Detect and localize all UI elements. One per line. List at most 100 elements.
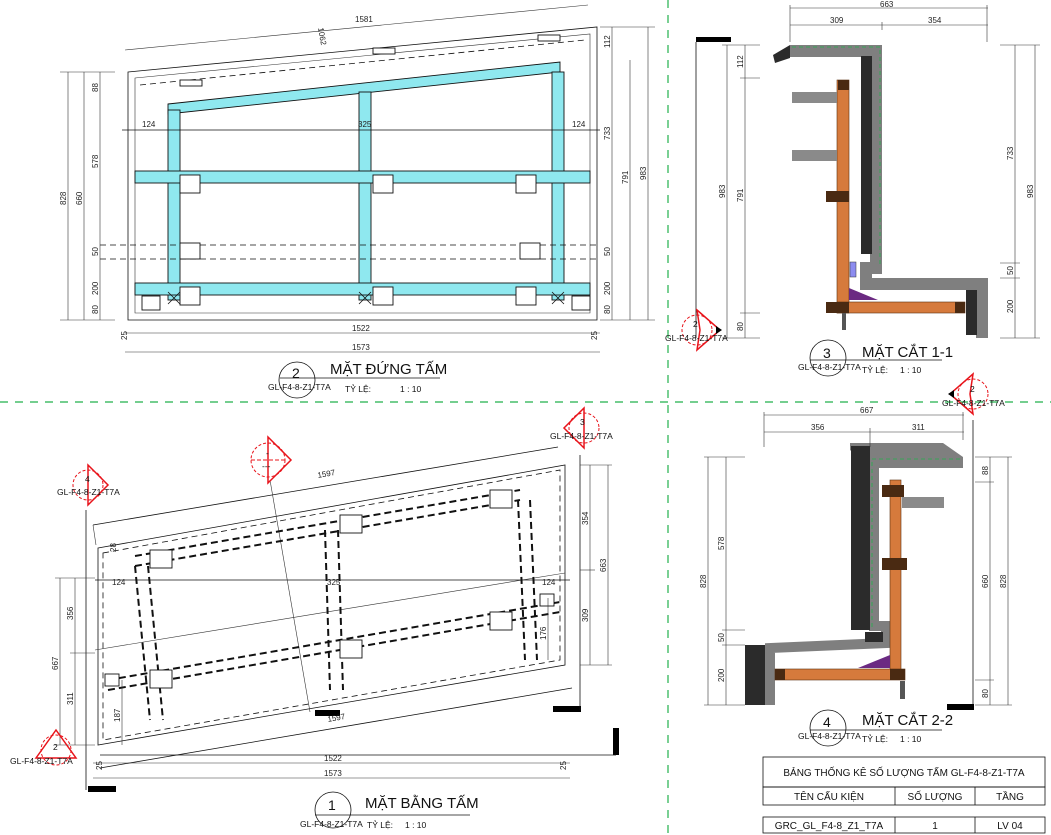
section-2-2-dimension-lines bbox=[704, 412, 1012, 706]
dim-label: 311 bbox=[912, 423, 925, 432]
dim-label: 80 bbox=[736, 322, 745, 331]
column-header: SỐ LƯỢNG bbox=[908, 789, 963, 803]
view-reference: GL-F4-8-Z1-T7A bbox=[300, 819, 363, 829]
dim-label: 828 bbox=[999, 574, 1008, 588]
scale-value: 1 : 10 bbox=[900, 365, 922, 375]
dim-label: 311 bbox=[66, 692, 75, 705]
dim-label: 1062 bbox=[316, 27, 328, 47]
dim-label: 791 bbox=[621, 170, 630, 184]
section-marker-unnamed[interactable]: - --- bbox=[250, 435, 293, 485]
dim-label: 200 bbox=[91, 281, 100, 295]
section-2-2-view: 667 356 311 828 578 50 200 88 660 80 828… bbox=[699, 372, 1012, 747]
marker-number: 2 bbox=[970, 384, 975, 394]
dim-label: 733 bbox=[1006, 146, 1015, 160]
scale-label: TỶ LỆ: bbox=[862, 364, 888, 375]
schedule-title: BẢNG THỐNG KÊ SỐ LƯỢNG TẤM GL-F4-8-Z1-T7… bbox=[783, 765, 1025, 779]
dim-label: 1597 bbox=[327, 712, 347, 724]
dim-label: 200 bbox=[1006, 299, 1015, 313]
gusset-plate bbox=[849, 288, 878, 300]
dim-label: 200 bbox=[603, 281, 612, 295]
column-header: TẦNG bbox=[996, 790, 1024, 803]
section-marker[interactable]: 2 GL-F4-8-Z1-T7A bbox=[665, 308, 728, 352]
section-marker[interactable]: 2 GL-F4-8-Z1-T7A bbox=[942, 372, 1005, 416]
gusset-plate bbox=[858, 655, 890, 668]
view-number: 2 bbox=[292, 365, 300, 381]
dim-label: 50 bbox=[603, 247, 612, 256]
dim-label: 983 bbox=[1026, 184, 1035, 198]
section-2-2-title-block: 4 MẶT CẮT 2-2 GL-F4-8-Z1-T7A TỶ LỆ: 1 : … bbox=[798, 709, 953, 747]
dim-label: 1522 bbox=[352, 324, 370, 333]
panel-outline bbox=[127, 26, 598, 321]
dim-label: 80 bbox=[981, 689, 990, 698]
cyan-post-left bbox=[167, 109, 181, 301]
view-title: MẶT BẰNG TẤM bbox=[365, 794, 479, 812]
scale-value: 1 : 10 bbox=[400, 384, 422, 394]
dim-label: 354 bbox=[581, 511, 590, 525]
dim-label: 25 bbox=[559, 761, 568, 770]
view-reference: GL-F4-8-Z1-T7A bbox=[268, 382, 331, 392]
marker-reference: GL-F4-8-Z1-T7A bbox=[550, 431, 613, 441]
elevation-view: 1581 1062 124 325 124 828 660 88 578 50 … bbox=[59, 4, 655, 399]
section-1-1-title-block: 3 MẶT CẮT 1-1 GL-F4-8-Z1-T7A TỶ LỆ: 1 : … bbox=[798, 339, 953, 377]
cell-quantity: 1 bbox=[932, 821, 938, 832]
cyan-beam-upper bbox=[134, 170, 591, 184]
dim-label: 112 bbox=[736, 55, 745, 68]
marker-number: 3 bbox=[580, 417, 585, 427]
dim-label: 309 bbox=[581, 608, 590, 622]
dim-label: 663 bbox=[599, 558, 608, 572]
view-number: 4 bbox=[823, 714, 831, 730]
dim-label: 80 bbox=[603, 305, 612, 314]
section-marker-3[interactable]: 3 GL-F4-8-Z1-T7A bbox=[550, 406, 613, 450]
dim-label: 663 bbox=[880, 0, 894, 9]
cyan-post-right bbox=[551, 71, 565, 301]
dim-label: 325 bbox=[358, 120, 372, 129]
dim-label: 1573 bbox=[352, 343, 370, 352]
dim-label: 25 bbox=[95, 761, 104, 770]
view-title: MẶT CẮT 2-2 bbox=[862, 711, 953, 729]
cell-component-name: GRC_GL_F4-8_Z1_T7A bbox=[775, 821, 884, 832]
section-cut-bar bbox=[696, 37, 731, 42]
dim-label: 1597 bbox=[317, 468, 337, 480]
section-marker-4[interactable]: 4 GL-F4-8-Z1-T7A bbox=[57, 463, 120, 507]
dim-label: 25 bbox=[120, 331, 129, 340]
dim-label: 28 bbox=[109, 543, 118, 552]
panel-plan-outline bbox=[97, 464, 566, 746]
schedule-table: BẢNG THỐNG KÊ SỐ LƯỢNG TẤM GL-F4-8-Z1-T7… bbox=[762, 756, 1046, 834]
marker-number: 2 bbox=[53, 742, 58, 752]
insulation-strip bbox=[861, 56, 872, 254]
marker-reference: --- bbox=[262, 461, 271, 471]
marker-reference: GL-F4-8-Z1-T7A bbox=[665, 333, 728, 343]
steel-beam bbox=[774, 668, 906, 681]
dim-label: 200 bbox=[717, 668, 726, 682]
section-1-1-view: 663 309 354 983 112 791 80 733 50 200 98… bbox=[665, 0, 1040, 377]
dim-label: 660 bbox=[75, 191, 84, 205]
dim-label: 1573 bbox=[324, 769, 342, 778]
dim-label: 578 bbox=[717, 536, 726, 550]
section-cut-bar bbox=[553, 706, 581, 712]
dim-label: 660 bbox=[981, 574, 990, 588]
marker-number: 2 bbox=[693, 319, 698, 329]
grc-shell bbox=[765, 463, 891, 705]
dim-label: 124 bbox=[112, 578, 126, 587]
insulation-strip bbox=[851, 446, 870, 630]
view-number: 1 bbox=[328, 797, 336, 813]
scale-label: TỶ LỆ: bbox=[345, 383, 371, 394]
dim-label: 578 bbox=[91, 154, 100, 168]
dim-label: 309 bbox=[830, 16, 844, 25]
grc-shell bbox=[790, 45, 988, 338]
dim-label: 112 bbox=[603, 35, 612, 48]
dim-label: 356 bbox=[66, 606, 75, 620]
elevation-title-block: 2 MẶT ĐỨNG TẤM GL-F4-8-Z1-T7A TỶ LỆ: 1 :… bbox=[268, 361, 447, 399]
section-marker-2[interactable]: 2 GL-F4-8-Z1-T7A bbox=[10, 728, 78, 766]
dim-label: 325 bbox=[327, 578, 341, 587]
panel-inner-outline bbox=[134, 33, 591, 314]
marker-reference: GL-F4-8-Z1-T7A bbox=[942, 398, 1005, 408]
dim-label: 124 bbox=[142, 120, 156, 129]
dim-label: 88 bbox=[981, 466, 990, 475]
marker-reference: GL-F4-8-Z1-T7A bbox=[10, 756, 73, 766]
section-cut-bar bbox=[947, 704, 974, 710]
marker-reference: GL-F4-8-Z1-T7A bbox=[57, 487, 120, 497]
schedule-header-row bbox=[762, 786, 1046, 806]
dim-label: 80 bbox=[91, 305, 100, 314]
